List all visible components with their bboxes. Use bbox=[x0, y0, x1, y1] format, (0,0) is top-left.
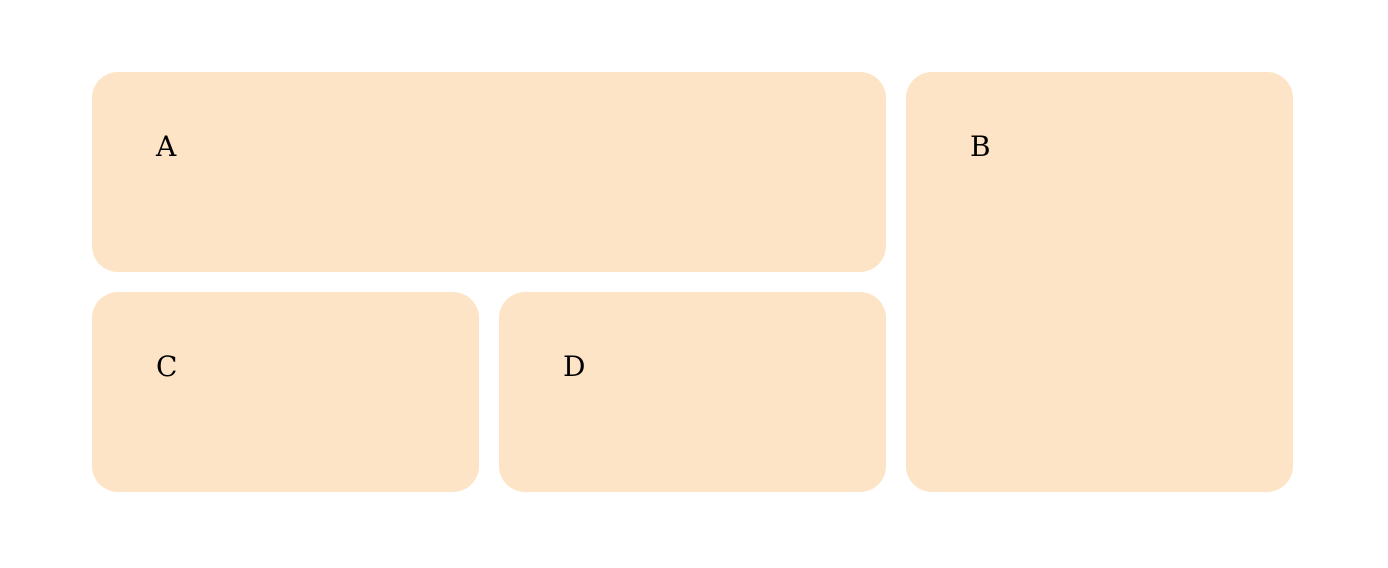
cell-c-label: C bbox=[156, 350, 178, 383]
grid-cell-b: B bbox=[906, 72, 1293, 492]
cell-a-label: A bbox=[156, 130, 177, 163]
grid-layout: A B C D bbox=[92, 72, 1293, 492]
cell-b-label: B bbox=[970, 130, 991, 163]
grid-cell-c: C bbox=[92, 292, 479, 492]
cell-d-label: D bbox=[563, 350, 586, 383]
grid-cell-d: D bbox=[499, 292, 886, 492]
grid-cell-a: A bbox=[92, 72, 886, 272]
